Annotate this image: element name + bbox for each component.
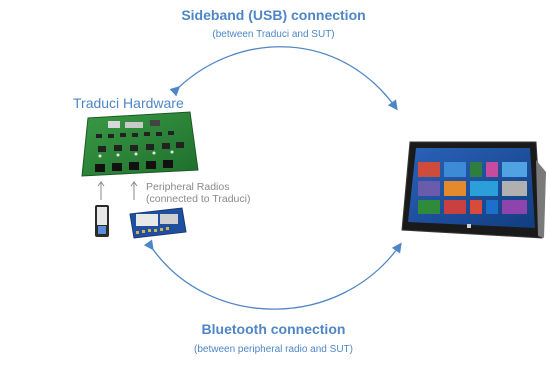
bluetooth-connection-subtitle: (between peripheral radio and SUT) <box>194 344 353 355</box>
peripheral-radios-label: Peripheral Radios (connected to Traduci) <box>146 181 250 205</box>
peripheral-radios-line1: Peripheral Radios <box>146 181 230 193</box>
peripheral-radio-module-image <box>129 207 187 239</box>
sideband-arc-arrow <box>169 46 398 111</box>
sideband-connection-subtitle: (between Traduci and SUT) <box>212 29 335 40</box>
peripheral-radios-line2: (connected to Traduci) <box>146 193 251 205</box>
sut-tablet-image <box>401 141 546 239</box>
traduci-board-image <box>81 111 199 177</box>
radio-2-up-arrow <box>130 181 138 200</box>
radio-1-up-arrow <box>97 181 105 200</box>
bluetooth-arc-arrow <box>143 239 402 310</box>
traduci-hardware-label: Traduci Hardware <box>73 95 184 111</box>
sideband-connection-title: Sideband (USB) connection <box>181 7 366 23</box>
peripheral-radio-dongle-image <box>95 205 109 237</box>
bluetooth-connection-title: Bluetooth connection <box>201 321 346 337</box>
